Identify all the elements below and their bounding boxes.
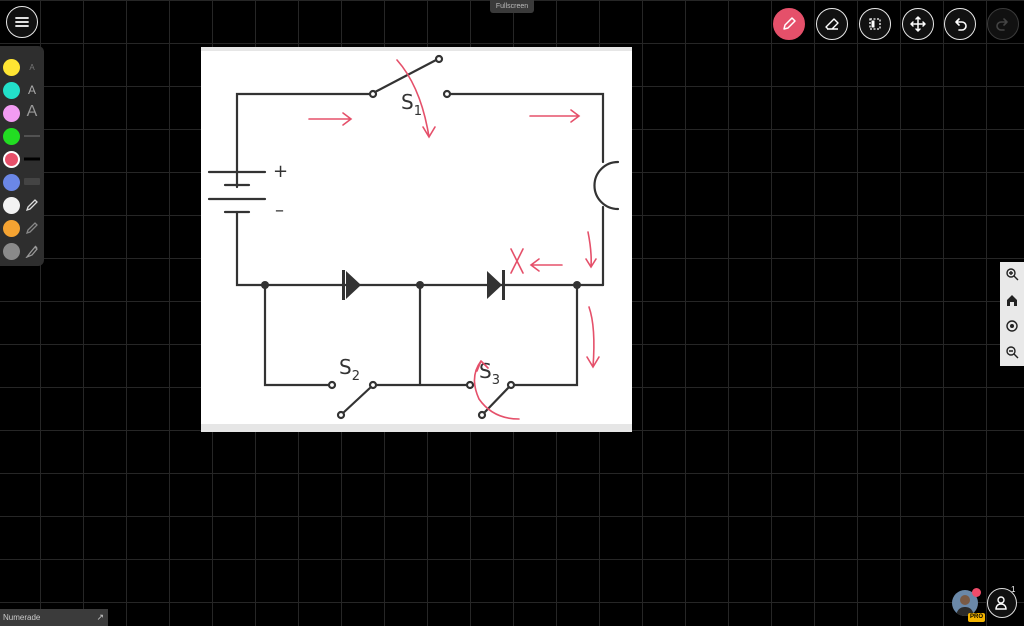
zoom-out-icon	[1006, 346, 1019, 359]
red-annotations	[308, 59, 600, 420]
highlighter-tool[interactable]	[24, 219, 40, 237]
color-cyan[interactable]	[3, 82, 20, 99]
zoom-in-icon	[1006, 268, 1019, 281]
circuit-diagram: S1 S2 S3 + –	[201, 47, 632, 432]
color-white[interactable]	[3, 197, 20, 214]
undo-icon	[955, 18, 967, 31]
svg-text:S1: S1	[401, 90, 422, 119]
pro-badge: PRO	[968, 613, 986, 622]
redo-button[interactable]	[987, 8, 1019, 40]
redo-icon	[996, 18, 1008, 31]
users-icon	[995, 596, 1007, 610]
color-orange[interactable]	[3, 220, 20, 237]
zoom-in-button[interactable]	[1003, 265, 1021, 283]
participants-count: 1	[1011, 585, 1016, 594]
center-button[interactable]	[1003, 317, 1021, 335]
color-red[interactable]	[3, 151, 20, 168]
thin-line-tool[interactable]	[24, 127, 40, 145]
pin-icon[interactable]: ↗	[96, 612, 104, 622]
document-name: Numerade	[3, 613, 41, 622]
color-green[interactable]	[3, 128, 20, 145]
move-icon	[910, 16, 926, 32]
text-large-tool[interactable]: A	[26, 103, 38, 120]
eraser-tool-button[interactable]	[816, 8, 848, 40]
eraser-icon	[825, 18, 839, 30]
thick-line-tool[interactable]	[24, 173, 40, 191]
home-button[interactable]	[1003, 291, 1021, 309]
text-small-tool[interactable]: A	[29, 62, 35, 72]
color-pink[interactable]	[3, 105, 20, 122]
move-tool-button[interactable]	[902, 8, 934, 40]
menu-button[interactable]	[6, 6, 38, 38]
color-gray[interactable]	[3, 243, 20, 260]
select-tool-button[interactable]	[859, 8, 891, 40]
pencil-icon	[25, 199, 38, 212]
svg-text:–: –	[275, 200, 284, 221]
zoom-panel	[1000, 262, 1024, 366]
pencil-tool[interactable]	[24, 196, 40, 214]
fullscreen-button[interactable]: Fullscreen	[490, 0, 534, 13]
participants-button[interactable]	[987, 588, 1017, 618]
color-palette: A A A	[0, 46, 44, 266]
color-blue[interactable]	[3, 174, 20, 191]
text-medium-tool[interactable]: A	[27, 83, 36, 97]
select-icon	[869, 18, 881, 30]
circuit-diagram-image: S1 S2 S3 + –	[201, 47, 632, 432]
svg-text:S3: S3	[479, 359, 500, 388]
color-yellow[interactable]	[3, 59, 20, 76]
highlighter-icon	[25, 222, 38, 235]
medium-line-tool[interactable]	[24, 150, 40, 168]
svg-text:S2: S2	[339, 355, 360, 384]
brush-tool[interactable]	[24, 242, 40, 260]
notification-dot	[972, 588, 981, 597]
document-name-bar: Numerade ↗	[0, 609, 108, 626]
menu-icon	[15, 17, 29, 27]
pen-icon	[783, 17, 796, 30]
undo-button[interactable]	[944, 8, 976, 40]
pen-tool-button[interactable]	[773, 8, 805, 40]
svg-text:+: +	[273, 161, 288, 182]
zoom-out-button[interactable]	[1003, 343, 1021, 361]
home-icon	[1007, 295, 1017, 306]
brush-icon	[25, 245, 38, 258]
center-icon	[1006, 320, 1018, 332]
